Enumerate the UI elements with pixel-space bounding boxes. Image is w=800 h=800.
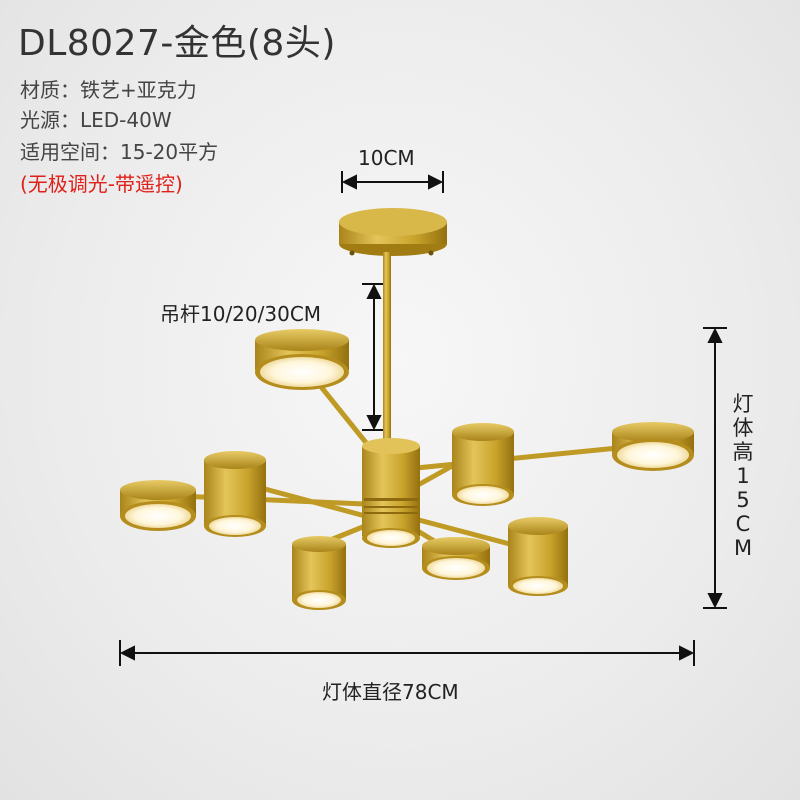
spec-note: (无极调光-带遥控): [20, 172, 183, 196]
dimension-height: [703, 327, 727, 609]
lamp-head: [255, 329, 349, 390]
lamp-head: [508, 517, 568, 596]
suspension-rod: [383, 252, 391, 452]
rod-length-label: 吊杆10/20/30CM: [160, 302, 322, 326]
canopy-width-label: 10CM: [358, 146, 415, 170]
dimension-width: [119, 640, 695, 666]
lamp-head: [452, 423, 514, 506]
product-title: DL8027-金色(8头): [18, 23, 336, 64]
spec-light-source: 光源：LED-40W: [20, 108, 172, 132]
arms: [175, 385, 621, 555]
spec-material: 材质：铁艺+亚克力: [20, 78, 197, 102]
dimension-rod: [362, 283, 384, 431]
center-hub: [362, 438, 420, 548]
lamp-head: [204, 451, 266, 537]
ceiling-canopy: [339, 208, 447, 256]
height-label: 灯体高15CM: [732, 392, 754, 560]
diameter-label: 灯体直径78CM: [322, 680, 459, 704]
lamp-head: [292, 536, 346, 610]
lamp-head: [422, 537, 490, 580]
lamp-head: [120, 480, 196, 531]
dimension-canopy: [341, 171, 444, 193]
lamp-head: [612, 422, 694, 471]
spec-area: 适用空间：15-20平方: [20, 140, 219, 164]
